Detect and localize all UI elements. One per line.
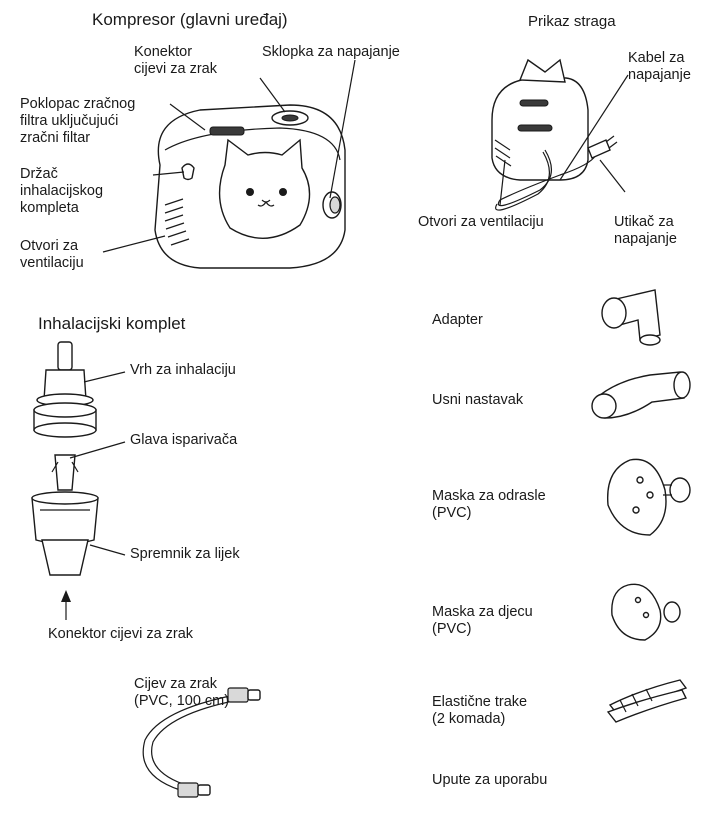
label-filter-cover: Poklopac zračnog filtra uključujući zrač… [20,96,135,147]
adult-mask-illustration [608,459,690,535]
label-kit-holder: Držač inhalacijskog kompleta [20,166,103,217]
label-kit-connector: Konektor cijevi za zrak [48,626,193,643]
label-instructions: Upute za uporabu [432,772,547,789]
label-medicine-container: Spremnik za lijek [130,546,240,563]
label-power-switch: Sklopka za napajanje [262,44,400,61]
label-inhalation-tip: Vrh za inhalaciju [130,362,236,379]
label-nebulizer-head: Glava isparivača [130,432,237,449]
rear-view-illustration [492,60,617,210]
label-air-tube-connector: Konektor cijevi za zrak [134,44,217,78]
label-elastic-straps: Elastične trake (2 komada) [432,694,527,728]
compressor-title: Kompresor (glavni uređaj) [92,10,288,30]
label-adapter: Adapter [432,312,483,329]
adapter-illustration [602,290,660,345]
label-mouthpiece: Usni nastavak [432,392,523,409]
label-rear-vents: Otvori za ventilaciju [418,214,544,231]
rear-view-title: Prikaz straga [528,12,616,32]
mouthpiece-illustration [592,372,690,418]
compressor-illustration [155,105,345,268]
inhalation-kit-illustration [32,342,98,620]
label-air-tube: Cijev za zrak (PVC, 100 cm) [134,676,229,710]
label-plug: Utikač za napajanje [614,214,677,248]
label-power-cable: Kabel za napajanje [628,50,691,84]
label-child-mask: Maska za djecu (PVC) [432,604,533,638]
label-vents: Otvori za ventilaciju [20,238,84,272]
child-mask-illustration [612,584,680,640]
inhalation-kit-title: Inhalacijski komplet [38,314,185,334]
elastic-straps-illustration [608,680,686,722]
label-adult-mask: Maska za odrasle (PVC) [432,488,546,522]
